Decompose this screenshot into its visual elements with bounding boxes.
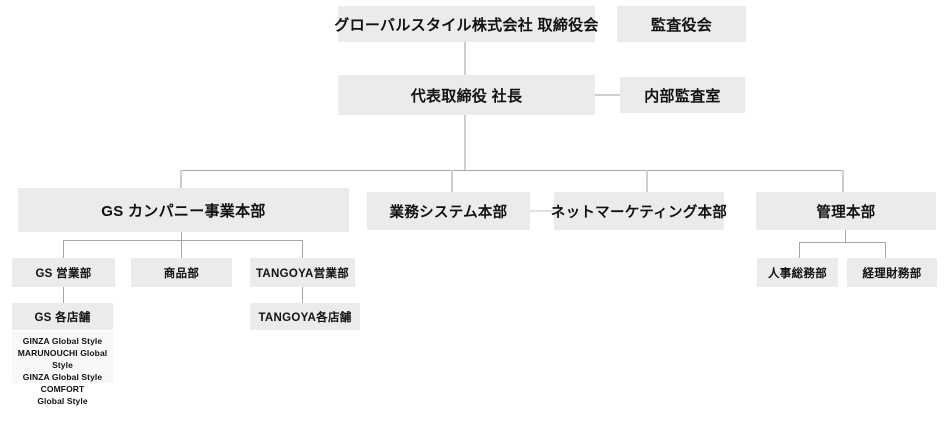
gs-store-list-item: GINZA Global Style: [22, 336, 103, 346]
connector-admin-stub: [845, 230, 846, 242]
connector-drop-hr: [799, 242, 800, 258]
gs-store-list-item: GINZA Global Style COMFORT: [22, 372, 103, 394]
node-net-marketing-division: ネットマーケティング本部: [551, 192, 727, 230]
node-audit-supervisory-board: 監査役会: [617, 6, 746, 42]
connector-gs-sales-stores: [63, 287, 64, 303]
connector-drop-finance: [885, 242, 886, 258]
gs-store-list-item: Global Style: [37, 396, 88, 406]
connector-drop-net-marketing: [646, 170, 648, 192]
node-gs-stores: GS 各店舗: [12, 303, 113, 330]
connector-gs-departments-spine: [63, 240, 303, 241]
connector-drop-gs-sales: [63, 240, 64, 258]
node-products-department: 商品部: [131, 258, 232, 287]
node-administration-division: 管理本部: [756, 192, 936, 230]
gs-store-list: GINZA Global Style MARUNOUCHI Global Sty…: [12, 331, 113, 406]
node-gs-sales-department: GS 営業部: [12, 258, 115, 287]
gs-store-list-item: MARUNOUCHI Global Style: [17, 348, 108, 370]
node-business-system-division: 業務システム本部: [367, 192, 530, 230]
node-president: 代表取締役 社長: [338, 75, 595, 115]
connector-admin-departments-spine: [799, 242, 886, 243]
connector-president-spine: [464, 115, 466, 171]
connector-president-internal-audit: [595, 94, 620, 96]
connector-tangoya-sales-stores: [302, 287, 303, 303]
node-hr-general-affairs-department: 人事総務部: [757, 258, 838, 287]
connector-bizsystem-netmarketing: [530, 210, 554, 212]
connector-drop-gs-company: [180, 170, 182, 188]
node-tangoya-stores: TANGOYA各店舗: [250, 303, 360, 330]
connector-board-president: [464, 42, 466, 75]
connector-drop-biz-system: [451, 170, 453, 192]
node-accounting-finance-department: 経理財務部: [847, 258, 937, 287]
node-internal-audit-office: 内部監査室: [620, 77, 745, 113]
connector-drop-products: [181, 240, 182, 258]
node-board-of-directors: グローバルスタイル株式会社 取締役会: [334, 6, 598, 42]
node-gs-company-division: GS カンパニー事業本部: [18, 188, 349, 232]
node-tangoya-sales-department: TANGOYA営業部: [250, 258, 355, 287]
connector-drop-admin: [842, 170, 844, 192]
connector-divisions-spine: [181, 170, 844, 171]
connector-drop-tangoya-sales: [302, 240, 303, 258]
connector-gs-company-stub: [181, 232, 182, 241]
